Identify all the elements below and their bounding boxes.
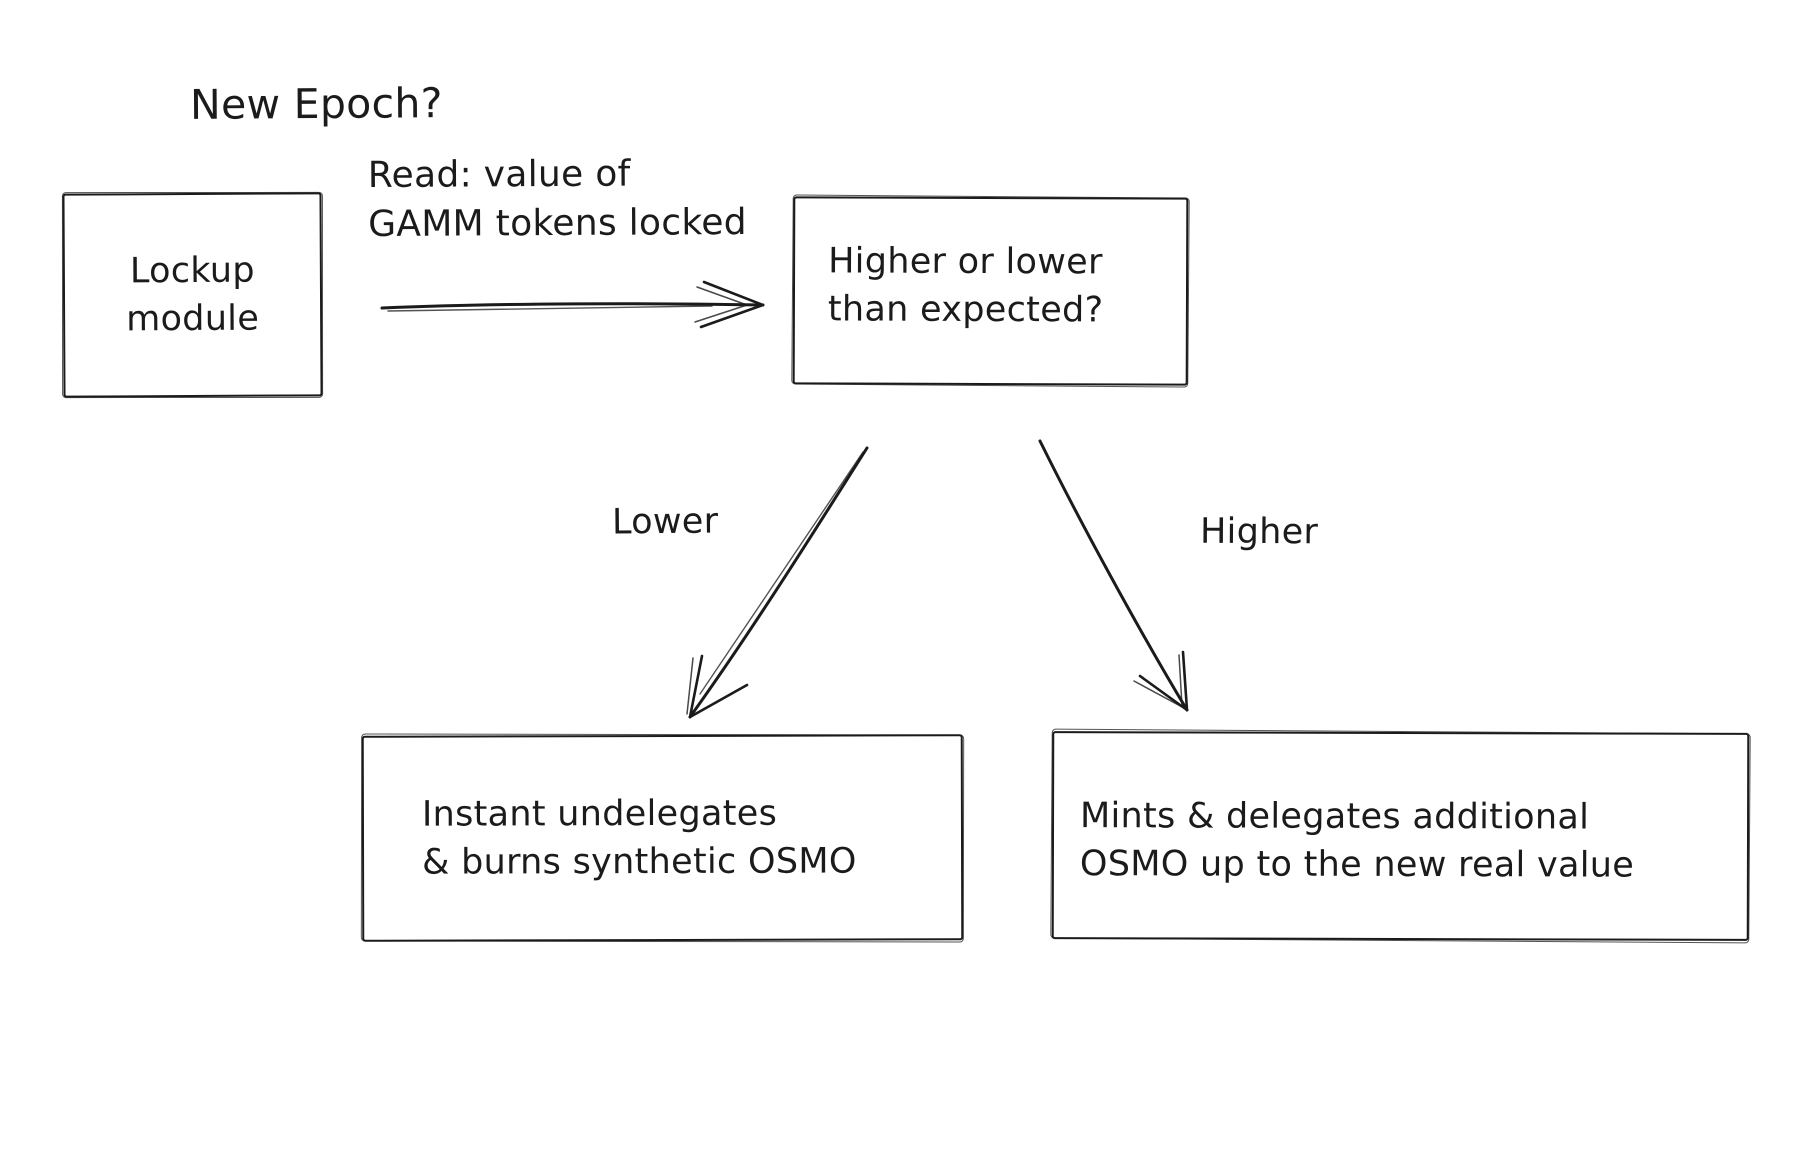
node-lockup-module: Lockup module	[62, 192, 323, 398]
node-lower-outcome-line-2: & burns synthetic OSMO	[422, 841, 857, 883]
diagram-title: New Epoch?	[189, 79, 443, 129]
node-lower-outcome-line-1: Instant undelegates	[421, 793, 778, 835]
node-lockup-module-line-2: module	[126, 298, 260, 340]
edge-label-read-line-1: Read: value of	[367, 153, 631, 196]
node-decision: Higher or lower than expected?	[792, 196, 1189, 386]
node-higher-outcome: Mints & delegates additional OSMO up to …	[1051, 731, 1750, 941]
arrow-decision-to-lower-outcome	[686, 446, 869, 719]
edge-label-read-line-2: GAMM tokens locked	[368, 202, 747, 245]
edge-label-higher: Higher	[1199, 511, 1319, 553]
edge-label-read: Read: value of GAMM tokens locked	[368, 149, 747, 249]
node-lockup-module-line-1: Lockup	[129, 250, 255, 292]
node-higher-outcome-line-1: Mints & delegates additional	[1079, 796, 1590, 838]
edge-label-lower: Lower	[611, 501, 719, 543]
node-decision-line-2: than expected?	[827, 289, 1104, 331]
node-higher-outcome-line-2: OSMO up to the new real value	[1079, 844, 1635, 886]
arrow-decision-to-higher-outcome	[1038, 439, 1189, 712]
arrow-lockup-to-decision	[380, 280, 765, 329]
node-lower-outcome: Instant undelegates & burns synthetic OS…	[361, 734, 964, 942]
node-decision-line-1: Higher or lower	[828, 241, 1103, 283]
